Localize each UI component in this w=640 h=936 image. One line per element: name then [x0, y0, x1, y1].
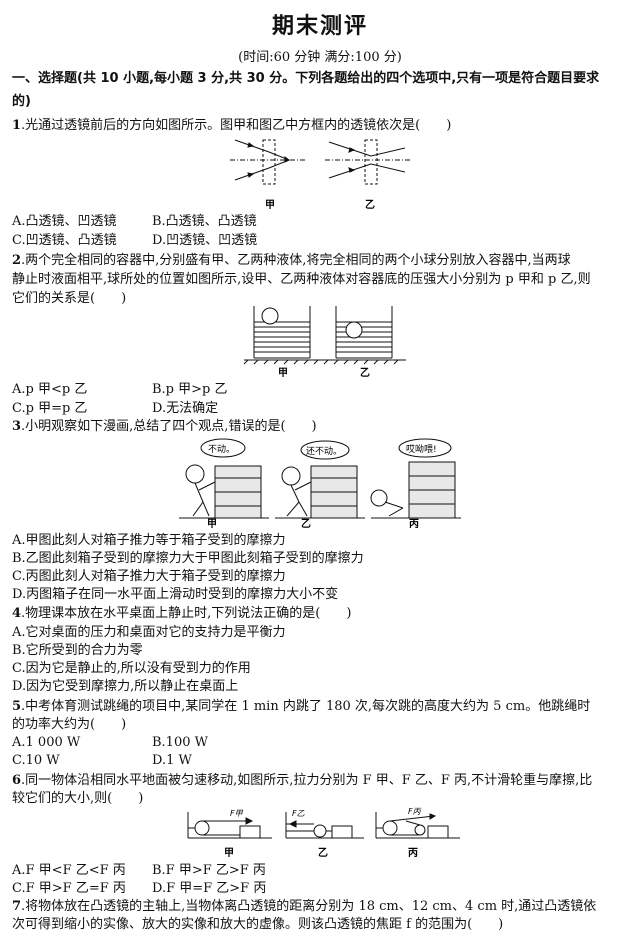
q4-option-d[interactable]: D.因为它受到摩擦力,所以静止在桌面上 — [12, 679, 239, 694]
q6-label-jia: 甲 — [224, 847, 234, 859]
section-heading: 一、选择题(共 10 小题,每小题 3 分,共 30 分。下列各题给出的四个选项… — [12, 71, 600, 86]
q6-setup-jia — [187, 812, 272, 839]
q2-options-row1: A.p 甲<p 乙 B.p 甲>p 乙 — [12, 381, 228, 399]
q1-options-row1: A.凸透镜、凹透镜 B.凸透镜、凸透镜 — [12, 213, 257, 231]
q1-figure-jia — [230, 139, 305, 185]
q2-option-c[interactable]: C.p 甲=p 乙 — [12, 401, 88, 416]
section-heading-cont: 的) — [12, 94, 31, 109]
q2-label-jia: 甲 — [278, 367, 288, 378]
q6-force-bing: F丙 — [408, 807, 422, 816]
q2-stem-line2: 静止时液面相平,球所处的位置如图所示,设甲、乙两种液体对容器底的压强大小分别为 … — [12, 272, 591, 287]
q6-option-b[interactable]: B.F 甲>F 乙>F 丙 — [152, 863, 266, 878]
q3-option-c[interactable]: C.丙图此刻人对箱子推力大于箱子受到的摩擦力 — [12, 569, 286, 584]
q3-panel-yi — [275, 440, 365, 519]
q1-number: 1 — [12, 118, 22, 133]
q6-number: 6 — [12, 773, 22, 788]
q3-bubble-yi: 还不动。 — [306, 445, 342, 457]
q7-number: 7 — [12, 899, 22, 914]
q5-option-b[interactable]: B.100 W — [152, 735, 208, 750]
q2-option-b[interactable]: B.p 甲>p 乙 — [152, 382, 228, 397]
q3-bubble-bing: 哎呦喂! — [406, 443, 437, 455]
q3-panel-jia — [179, 438, 269, 519]
q1-label-yi: 乙 — [365, 199, 375, 211]
q6-figure: F甲 F乙 F丙 甲 乙 丙 — [187, 807, 460, 859]
q5-number: 5 — [12, 699, 22, 714]
q7-stem-line1: 7.将物体放在凸透镜的主轴上,当物体离凸透镜的距离分别为 18 cm、12 cm… — [12, 899, 597, 914]
q1-option-d[interactable]: D.凹透镜、凹透镜 — [152, 233, 258, 248]
q6-setup-yi — [285, 812, 364, 839]
q5-option-a[interactable]: A.1 000 W — [12, 735, 81, 750]
q6-stem-line2: 较它们的大小,则( ) — [12, 791, 144, 806]
q2-container-yi — [335, 306, 393, 359]
q6-label-yi: 乙 — [318, 847, 328, 859]
q6-option-a[interactable]: A.F 甲<F 乙<F 丙 — [12, 863, 126, 878]
q2-stem-line1: 2.两个完全相同的容器中,分别盛有甲、乙两种液体,将完全相同的两个小球分别放入容… — [12, 253, 571, 268]
q3-panel-bing — [370, 438, 461, 519]
q2-option-d[interactable]: D.无法确定 — [152, 401, 219, 416]
q3-figure: 不动。 还不动。 哎呦喂! — [179, 438, 461, 519]
q5-options-row1: A.1 000 W B.100 W — [12, 734, 208, 752]
exam-info: (时间:60 分钟 满分:100 分) — [238, 50, 402, 65]
q1-figure-yi — [325, 139, 410, 185]
q1-label-jia: 甲 — [265, 199, 275, 211]
q4-option-b[interactable]: B.它所受到的合力为零 — [12, 643, 143, 658]
q3-option-a[interactable]: A.甲图此刻人对箱子推力等于箱子受到的摩擦力 — [12, 533, 286, 548]
q4-option-a[interactable]: A.它对桌面的压力和桌面对它的支持力是平衡力 — [12, 625, 286, 640]
q5-options-row2: C.10 W D.1 W — [12, 752, 192, 770]
q2-ground — [243, 359, 406, 365]
q2-label-yi: 乙 — [360, 367, 370, 378]
q2-options-row2: C.p 甲=p 乙 D.无法确定 — [12, 400, 218, 418]
q6-label-bing: 丙 — [408, 847, 418, 859]
q1-options-row2: C.凹透镜、凸透镜 D.凹透镜、凹透镜 — [12, 232, 257, 250]
q3-stem: 3.小明观察如下漫画,总结了四个观点,错误的是( ) — [12, 419, 317, 434]
q3-label-jia: 甲 — [207, 518, 217, 530]
q2-option-a[interactable]: A.p 甲<p 乙 — [12, 382, 88, 397]
q4-option-c[interactable]: C.因为它是静止的,所以没有受到力的作用 — [12, 661, 251, 676]
q1-figure: 甲 乙 — [230, 139, 410, 211]
q6-option-d[interactable]: D.F 甲=F 乙>F 丙 — [152, 881, 267, 896]
q5-option-d[interactable]: D.1 W — [152, 753, 192, 768]
q6-options-row2: C.F 甲>F 乙=F 丙 D.F 甲=F 乙>F 丙 — [12, 880, 266, 898]
q1-option-c[interactable]: C.凹透镜、凸透镜 — [12, 233, 117, 248]
q3-option-d[interactable]: D.丙图箱子在同一水平面上滑动时受到的摩擦力大小不变 — [12, 587, 339, 602]
q6-force-jia: F甲 — [230, 809, 244, 818]
q6-options-row1: A.F 甲<F 乙<F 丙 B.F 甲>F 乙>F 丙 — [12, 862, 266, 880]
q3-label-yi: 乙 — [301, 518, 311, 530]
q3-number: 3 — [12, 419, 22, 434]
q6-force-yi: F乙 — [292, 809, 305, 818]
q7-stem-line2: 次可得到缩小的实像、放大的实像和放大的虚像。则该凸透镜的焦距 f 的范围为( ) — [12, 917, 504, 932]
q4-stem: 4.物理课本放在水平桌面上静止时,下列说法正确的是( ) — [12, 606, 352, 621]
page-title: 期末测评 — [271, 14, 368, 39]
q1-stem: 1.光通过透镜前后的方向如图所示。图甲和图乙中方框内的透镜依次是( ) — [12, 117, 451, 135]
q2-figure: 甲 乙 — [243, 306, 406, 378]
q3-option-b[interactable]: B.乙图此刻箱子受到的摩擦力大于甲图此刻箱子受到的摩擦力 — [12, 551, 364, 566]
q5-stem-line2: 的功率大约为( ) — [12, 717, 127, 732]
q5-option-c[interactable]: C.10 W — [12, 753, 60, 768]
q2-container-jia — [253, 306, 311, 359]
q4-number: 4 — [12, 606, 22, 621]
q1-option-b[interactable]: B.凸透镜、凸透镜 — [152, 214, 257, 229]
q6-stem-line1: 6.同一物体沿相同水平地面被匀速移动,如图所示,拉力分别为 F 甲、F 乙、F … — [12, 773, 593, 788]
q3-label-bing: 丙 — [409, 518, 419, 530]
q2-number: 2 — [12, 253, 22, 268]
q5-stem-line1: 5.中考体育测试跳绳的项目中,某同学在 1 min 内跳了 180 次,每次跳的… — [12, 699, 591, 714]
q6-option-c[interactable]: C.F 甲>F 乙=F 丙 — [12, 881, 126, 896]
q2-stem-line3: 它们的关系是( ) — [12, 291, 127, 306]
q1-text: .光通过透镜前后的方向如图所示。图甲和图乙中方框内的透镜依次是( ) — [21, 118, 452, 133]
q3-figure-labels: 甲 乙 丙 — [207, 518, 419, 530]
q6-setup-bing — [375, 812, 460, 839]
q3-bubble-jia: 不动。 — [208, 444, 235, 455]
q1-option-a[interactable]: A.凸透镜、凹透镜 — [12, 214, 117, 229]
